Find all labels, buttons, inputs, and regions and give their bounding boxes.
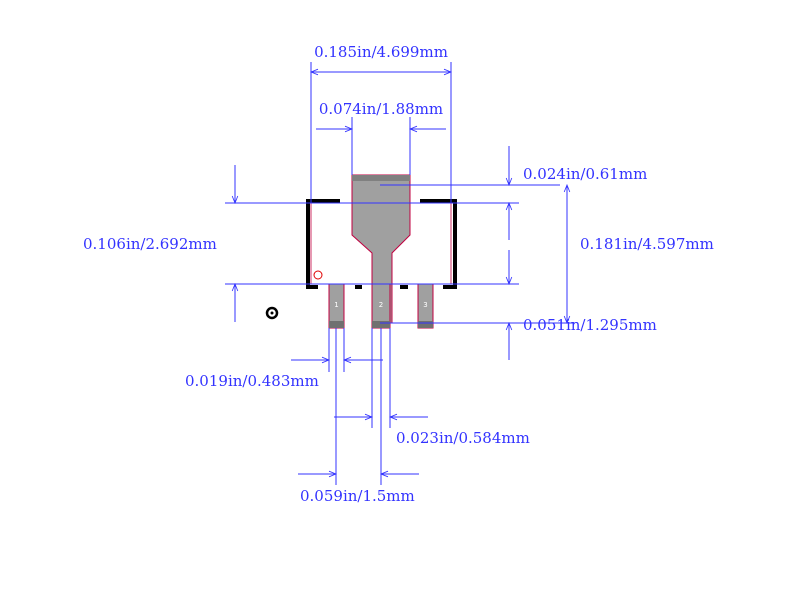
center-lead-width-label: 0.023in/0.584mm [396, 429, 530, 447]
pin-1-circle-icon [313, 270, 323, 280]
tab-pad-band [352, 175, 410, 181]
pin-label-2: 2 [379, 301, 383, 309]
pin-pad-3-band [418, 321, 433, 328]
silkscreen-outline [306, 199, 457, 289]
overall-width-label: 0.185in/4.699mm [314, 43, 448, 61]
pin-pad-1-band [329, 321, 344, 328]
pin-label-1: 1 [334, 301, 338, 309]
lead-length-label: 0.051in/1.295mm [523, 316, 657, 334]
pin-pad-2-band [372, 321, 390, 328]
lead-width-label: 0.019in/0.483mm [185, 372, 319, 390]
lead-pitch-label: 0.059in/1.5mm [300, 487, 415, 505]
pin-label-3: 3 [423, 301, 427, 309]
tab-extension-label: 0.024in/0.61mm [523, 165, 647, 183]
origin-target-icon [265, 306, 279, 320]
pads: 1 2 3 [328, 174, 434, 329]
tab-width-label: 0.074in/1.88mm [319, 100, 443, 118]
overall-height-label: 0.181in/4.597mm [580, 235, 714, 253]
body-height-label: 0.106in/2.692mm [83, 235, 217, 253]
dimension-lines [225, 62, 575, 485]
dimension-labels: 0.185in/4.699mm 0.074in/1.88mm 0.024in/0… [83, 43, 714, 505]
